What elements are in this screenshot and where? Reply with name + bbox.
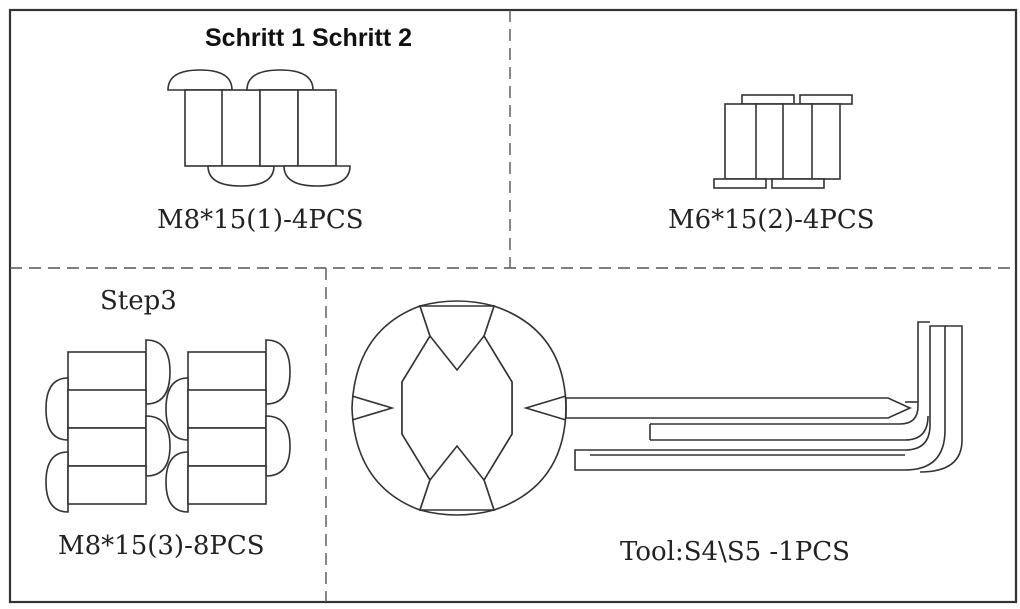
m6-screw-icon bbox=[713, 94, 853, 189]
m8-screw-icon bbox=[167, 69, 351, 187]
step3-label: Step3 bbox=[100, 286, 177, 316]
m8-screw-step3-label: M8*15(3)-8PCS bbox=[58, 531, 265, 561]
m6-screw-label: M6*15(2)-4PCS bbox=[668, 205, 875, 235]
hex-key-icon bbox=[565, 321, 963, 473]
tools-label: Tool:S4\S5 -1PCS bbox=[620, 537, 850, 567]
step-header: Schritt 1 Schritt 2 bbox=[205, 24, 412, 52]
wrench-icon bbox=[351, 300, 567, 516]
diagram-frame bbox=[8, 8, 1018, 604]
m8-screw-step3-icon bbox=[45, 339, 291, 513]
m8-screw-label: M8*15(1)-4PCS bbox=[157, 205, 364, 235]
